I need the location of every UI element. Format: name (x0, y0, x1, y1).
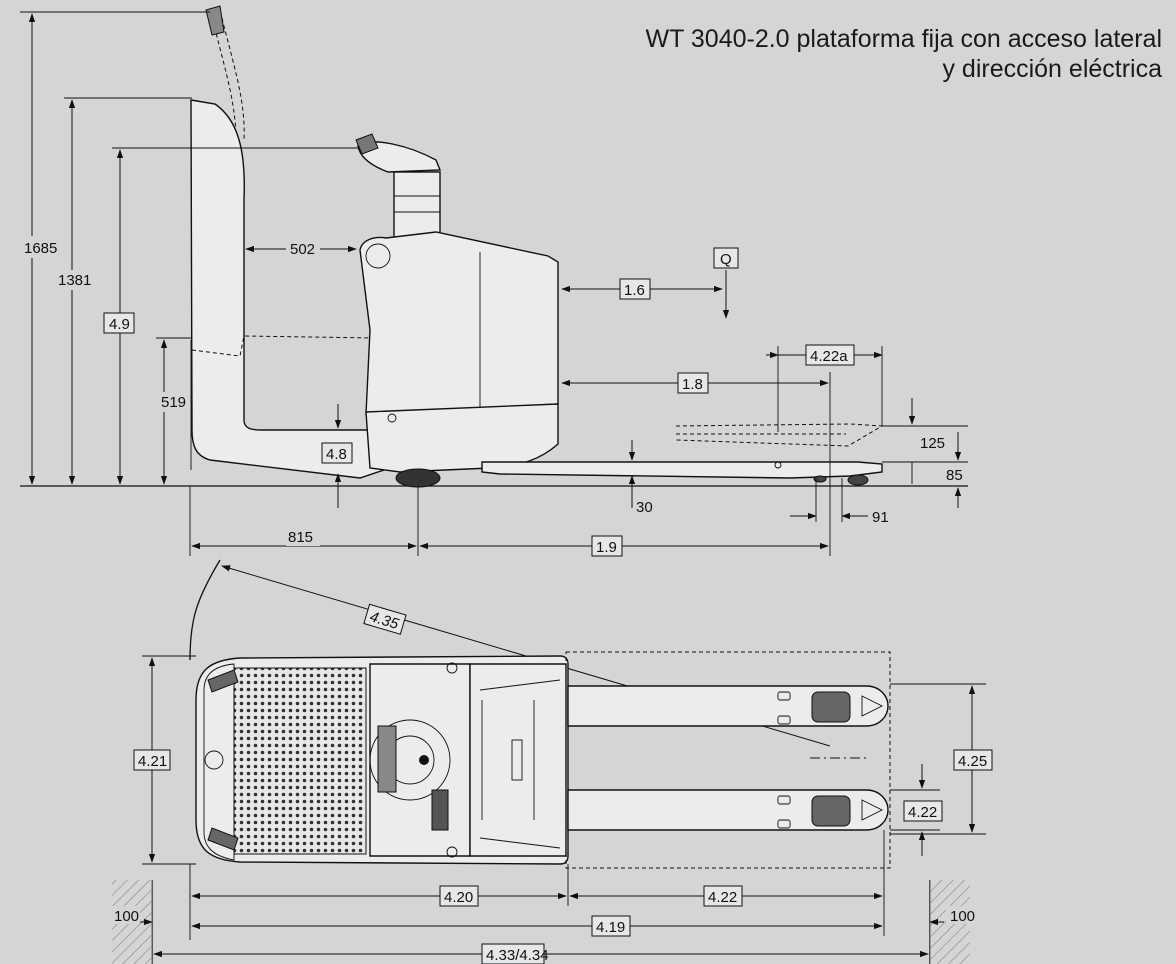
label-502: 502 (290, 241, 315, 258)
label-100-right: 100 (950, 908, 975, 925)
turning-arc (189, 559, 221, 661)
label-1-6: 1.6 (624, 282, 645, 299)
diagram-title: WT 3040-2.0 plataforma fija con acceso l… (646, 24, 1162, 84)
steering-head (355, 133, 442, 241)
label-4-8: 4.8 (326, 446, 347, 463)
label-4-20: 4.20 (444, 889, 473, 906)
label-519: 519 (161, 394, 186, 411)
title-line-2: y dirección eléctrica (942, 55, 1162, 83)
label-85: 85 (946, 467, 963, 484)
label-4-25: 4.25 (958, 753, 987, 770)
label-91: 91 (872, 509, 889, 526)
operator-backrest (190, 99, 385, 479)
tiller-arm (205, 5, 245, 141)
label-1-9: 1.9 (596, 539, 617, 556)
fork-top-lower (567, 789, 889, 831)
label-1685: 1685 (24, 240, 57, 257)
label-4-33-4-34: 4.33/4.34 (486, 947, 549, 964)
label-4-22a: 4.22a (810, 348, 848, 365)
label-4-9: 4.9 (109, 316, 130, 333)
perforated-platform (233, 667, 367, 855)
label-1-8: 1.8 (682, 376, 703, 393)
fork-top-upper (567, 685, 889, 727)
label-125: 125 (920, 435, 945, 452)
title-line-1: WT 3040-2.0 plataforma fija con acceso l… (645, 25, 1162, 53)
top-view: 4.35 (108, 559, 993, 964)
label-815: 815 (288, 529, 313, 546)
drive-wheel (395, 468, 441, 488)
label-100-left: 100 (114, 908, 139, 925)
label-1381: 1381 (58, 272, 91, 289)
fork-side (481, 461, 883, 479)
label-4-22-fork-length: 4.22 (708, 889, 737, 906)
label-4-21: 4.21 (138, 753, 167, 770)
label-4-19: 4.19 (596, 919, 625, 936)
label-q-load-center: Q (720, 251, 732, 268)
label-30: 30 (636, 499, 653, 516)
label-4-22-fork-width: 4.22 (908, 804, 937, 821)
side-view: 1685 1381 4.9 519 502 4.8 1.6 Q (14, 5, 968, 557)
